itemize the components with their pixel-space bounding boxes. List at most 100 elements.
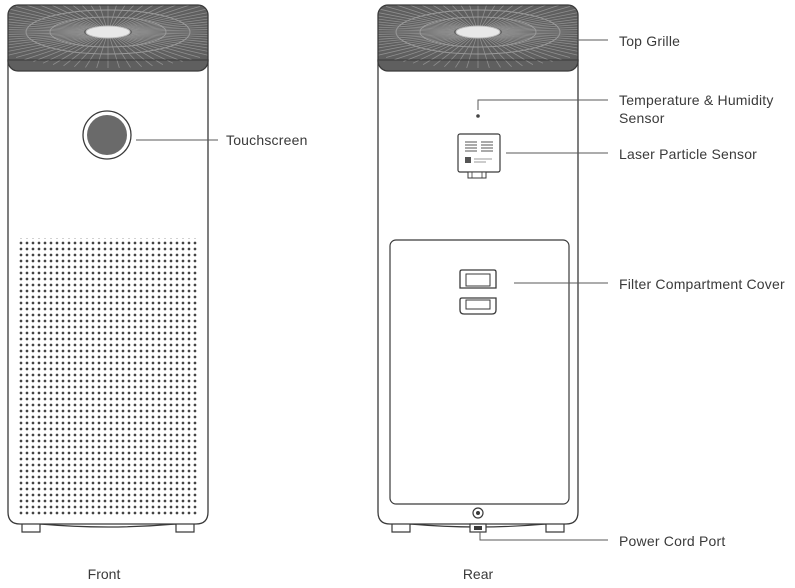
grille-ray [126,8,208,29]
grille-ray [8,34,88,51]
grille-ray [130,19,208,31]
grille-ray [15,6,92,28]
grille-ray [96,38,107,68]
grille-ray [85,5,105,26]
grille-ray [455,38,475,68]
grille-ray [74,5,103,26]
grille-ray [378,33,455,42]
grille-ray [500,19,578,31]
grille-ray [8,10,89,29]
grille-ray [129,34,208,48]
grille-ray [8,13,88,30]
grille-ray [8,32,85,39]
grille-ray [378,33,456,45]
label-top-grille: Top Grille [619,33,681,49]
grille-ray [378,10,459,29]
grille-ray [131,32,208,36]
grille-ray [111,5,131,26]
grille-ray [123,36,192,60]
grille-ray [493,5,562,28]
grille-ray [501,32,578,39]
grille-ray [130,33,208,45]
grille-ray [479,38,490,68]
front-air-intake [17,238,199,516]
caption-front: Front [87,566,121,582]
grille-ray [15,36,92,58]
grille-ray [113,5,142,26]
leader-lines [136,39,608,541]
grille-ray [501,33,578,42]
grille-ray [33,5,95,28]
grille-ray [8,32,85,36]
grille-ray [115,5,153,27]
grille-ray [378,34,458,51]
filter-compartment-cover [389,239,570,505]
grille-ray [501,28,578,32]
grille-ray [8,16,87,30]
grille-ray [85,38,105,68]
label-temp-humidity-line1: Temperature & Humidity [619,92,774,108]
grille-ray [124,6,201,28]
grille-ray [378,28,455,32]
grille-ray [8,33,86,45]
grille-ray [119,37,174,64]
grille-ray [483,38,512,68]
grille-ray [127,10,208,29]
grille-ray [466,38,477,68]
grille-ray [96,5,107,26]
grille-ray [412,37,467,64]
grille-ray [33,36,95,62]
grille-ray [378,8,460,29]
grille-ray [403,36,465,62]
grille-ray [111,38,131,68]
grille-ray [489,37,544,64]
grille-ray [8,19,86,31]
grille-ray [131,32,208,39]
grille-ray [117,5,164,27]
grille-ray [394,5,463,28]
label-laser-particle: Laser Particle Sensor [619,146,758,162]
leader-temp-humidity [477,99,608,110]
grille-ray [8,35,89,54]
grille-ray [131,22,208,31]
grille-ray [378,32,455,39]
grille-ray [109,5,120,26]
grille-ray [128,13,208,30]
grille-ray [131,25,208,32]
grille-ray [501,22,578,31]
grille-ray [483,5,512,26]
grille-ray [496,8,578,29]
grille-ray [131,33,208,42]
grille-ray [128,34,208,51]
touchscreen-icon [82,110,132,160]
label-filter-cover: Filter Compartment Cover [619,276,785,292]
grille-ray [403,5,465,28]
grille-ray [378,13,458,30]
label-temp-humidity-line2: Sensor [619,110,665,126]
grille-ray [124,36,201,58]
grille-ray [378,34,457,48]
grille-ray [499,34,578,48]
grille-ray [24,36,93,60]
temp-humidity-sensor-icon [476,114,480,118]
grille-ray [378,19,456,31]
grille-ray [8,22,85,31]
grille-ray [74,38,103,68]
grille-ray [498,34,578,51]
grille-ray [444,5,473,26]
leader-power-cord [479,532,608,541]
grille-ray [485,5,523,27]
grille-ray [115,37,153,67]
grille-ray [129,16,208,30]
grille-ray [494,6,571,28]
rear-unit [377,4,579,533]
grille-ray [8,33,85,42]
grille-ray [378,35,459,54]
grille-ray [487,5,534,27]
grille-ray [481,5,501,26]
grille-ray [485,37,523,67]
grille-ray [378,22,455,31]
grille-ray [501,32,578,36]
grille-ray [444,38,473,68]
